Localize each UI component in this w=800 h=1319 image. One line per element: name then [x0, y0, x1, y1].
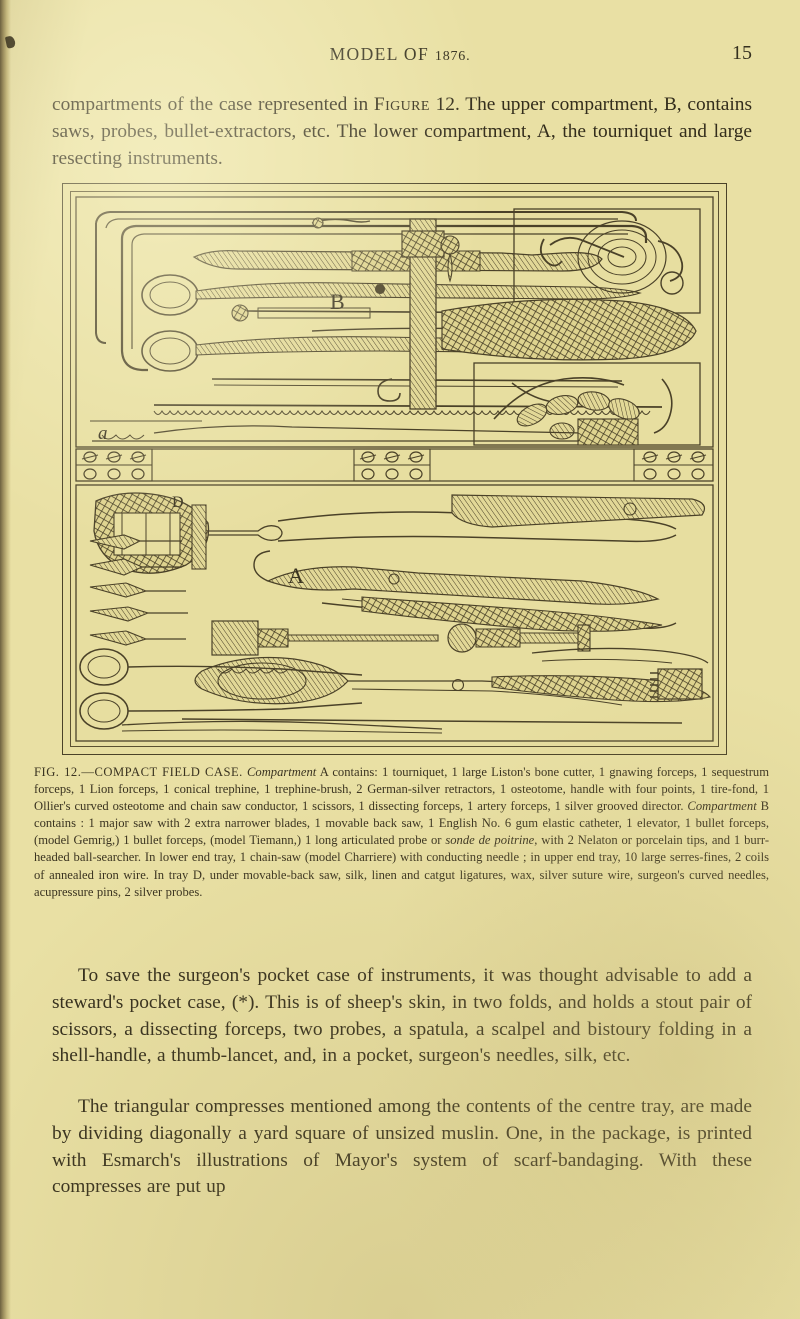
running-head-title: MODEL OF 1876.	[0, 44, 800, 65]
figure-caption-head: FIG. 12.—COMPACT FIELD CASE.	[34, 765, 243, 779]
figure-12-plate: A B a D	[62, 183, 727, 755]
running-head-text: MODEL OF	[329, 44, 430, 64]
plate-label-B: B	[330, 289, 345, 314]
intro-paragraph-block: compartments of the case represented in …	[52, 92, 752, 172]
figure-caption: FIG. 12.—COMPACT FIELD CASE. Compartment…	[34, 764, 769, 901]
page-number: 15	[732, 42, 752, 64]
prose-paragraph-2: The triangular compresses mentioned amon…	[52, 1096, 752, 1198]
plate-label-a: a	[98, 423, 108, 444]
running-head-year: 1876.	[434, 49, 471, 64]
prose-block-1: To save the surgeon's pocket case of ins…	[52, 963, 752, 1070]
surgical-case-engraving: A B a D	[75, 196, 714, 742]
running-head: MODEL OF 1876. 15	[0, 42, 800, 70]
prose-paragraph-1: To save the surgeon's pocket case of ins…	[52, 965, 752, 1067]
plate-label-A: A	[288, 563, 304, 588]
intro-paragraph: compartments of the case represented in …	[52, 94, 753, 169]
plate-label-D: D	[172, 494, 184, 511]
figure-caption-body: Compartment A contains: 1 tourniquet, 1 …	[34, 765, 770, 899]
binding-edge	[0, 0, 11, 1319]
prose-block-2: The triangular compresses mentioned amon…	[52, 1094, 752, 1201]
figure-inner-frame	[70, 191, 719, 747]
